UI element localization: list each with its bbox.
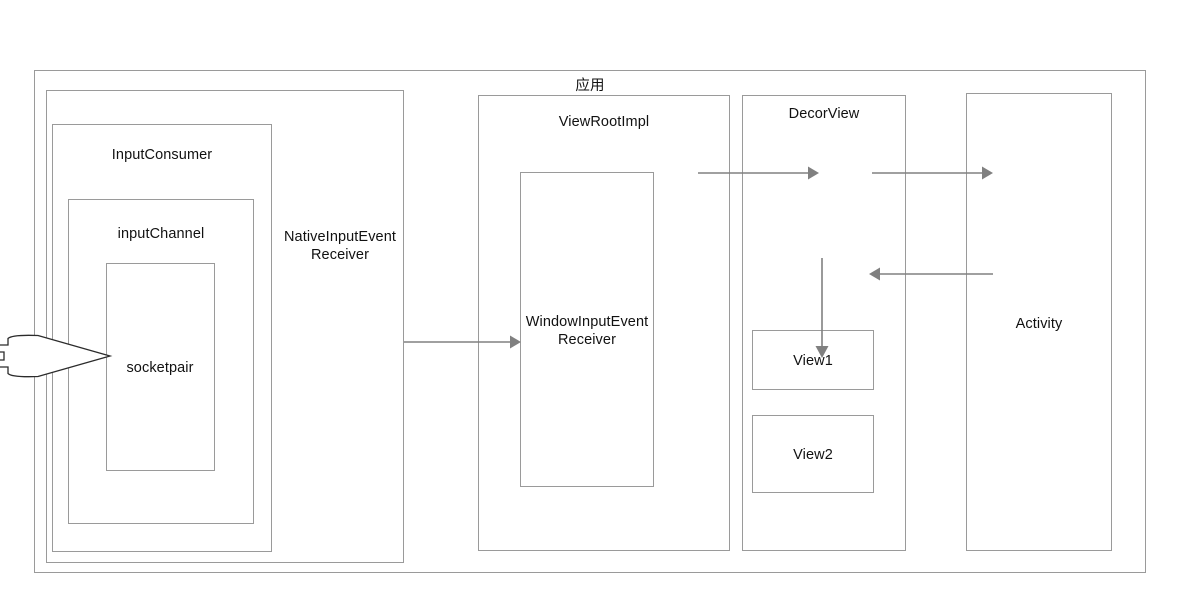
node-view-root-impl[interactable] [478,95,730,551]
node-input-consumer-label: InputConsumer [111,147,213,163]
node-view-root-impl-label: ViewRootImpl [558,114,650,130]
node-socketpair[interactable] [106,263,215,471]
node-view1[interactable] [752,330,874,390]
node-native-input-event-receiver[interactable] [46,90,404,563]
node-view2[interactable] [752,415,874,493]
node-view2-label: View2 [793,447,833,463]
input-event-callout[interactable] [0,332,113,380]
node-app-outer-label: 应用 [575,78,605,94]
node-input-consumer[interactable] [52,124,272,552]
node-activity-label: Activity [1015,316,1063,332]
node-window-input-event-receiver[interactable] [520,172,654,487]
node-view1-label: View1 [793,353,833,369]
node-native-input-event-receiver-label: NativeInputEvent Receiver [283,229,397,263]
node-decor-view-label: DecorView [788,106,860,122]
node-app-outer[interactable] [34,70,1146,573]
node-activity[interactable] [966,93,1112,551]
node-window-input-event-receiver-label: WindowInputEvent Receiver [525,314,649,348]
node-decor-view[interactable] [742,95,906,551]
node-socketpair-label: socketpair [126,360,194,376]
node-input-channel-label: inputChannel [117,226,205,242]
